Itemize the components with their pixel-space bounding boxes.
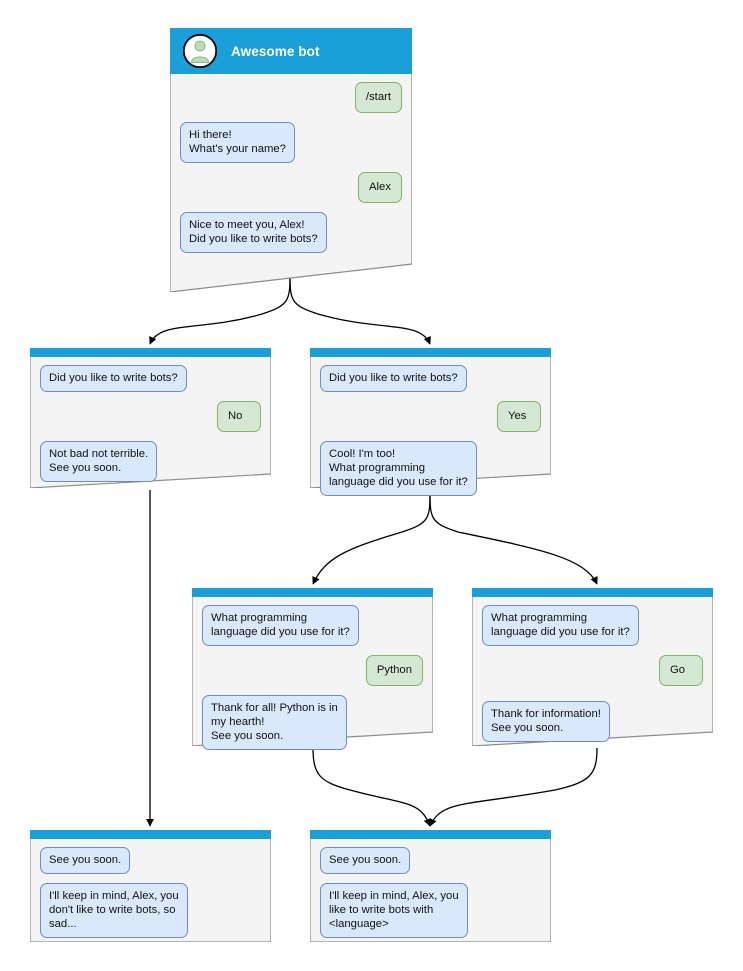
user-message-bubble[interactable]: No [217, 401, 261, 432]
message-row: See you soon. [320, 847, 541, 874]
start-card[interactable]: Awesome bot /start Hi there! What's your… [170, 28, 412, 292]
bot-message-bubble: Did you like to write bots? [320, 365, 467, 392]
python-branch-card-chat: What programming language did you use fo… [192, 597, 433, 769]
bot-message-bubble: I'll keep in mind, Alex, you like to wri… [320, 883, 468, 938]
end-happy-card-header [310, 830, 551, 839]
bot-message-bubble: Cool! I'm too! What programming language… [320, 441, 477, 496]
user-message-bubble[interactable]: /start [354, 82, 402, 113]
message-row: Yes [320, 401, 541, 432]
bot-message-bubble: Did you like to write bots? [40, 365, 187, 392]
bot-message-bubble: Nice to meet you, Alex! Did you like to … [180, 212, 327, 253]
message-row: See you soon. [40, 847, 261, 874]
bot-message-bubble: Hi there! What's your name? [180, 122, 295, 163]
no-branch-card[interactable]: Did you like to write bots? No Not bad n… [30, 348, 271, 488]
go-branch-card[interactable]: What programming language did you use fo… [472, 588, 713, 746]
message-row: I'll keep in mind, Alex, you don't like … [40, 883, 261, 938]
yes-branch-card[interactable]: Did you like to write bots? Yes Cool! I'… [310, 348, 551, 496]
message-row: Did you like to write bots? [320, 365, 541, 392]
message-row: Nice to meet you, Alex! Did you like to … [180, 212, 402, 253]
bot-message-bubble: See you soon. [320, 847, 411, 874]
user-message-bubble[interactable]: Alex [358, 172, 402, 203]
message-row: /start [180, 82, 402, 113]
message-row: Go [482, 655, 703, 686]
start-card-header: Awesome bot [170, 28, 412, 74]
no-branch-card-chat: Did you like to write bots? No Not bad n… [30, 357, 271, 501]
message-row: Alex [180, 172, 402, 203]
user-message-bubble[interactable]: Go [659, 655, 703, 686]
bot-message-bubble: What programming language did you use fo… [202, 605, 359, 646]
end-sad-card-header [30, 830, 271, 839]
user-message-bubble[interactable]: Python [365, 655, 423, 686]
message-row: Did you like to write bots? [40, 365, 261, 392]
python-branch-card-header [192, 588, 433, 597]
person-avatar-icon [182, 33, 218, 69]
end-sad-card[interactable]: See you soon. I'll keep in mind, Alex, y… [30, 830, 271, 942]
end-sad-card-chat: See you soon. I'll keep in mind, Alex, y… [30, 839, 271, 957]
bot-message-bubble: I'll keep in mind, Alex, you don't like … [40, 883, 188, 938]
bot-message-bubble: Not bad not terrible. See you soon. [40, 441, 158, 482]
yes-branch-card-chat: Did you like to write bots? Yes Cool! I'… [310, 357, 551, 515]
yes-branch-card-header [310, 348, 551, 357]
user-message-bubble[interactable]: Yes [497, 401, 541, 432]
message-row: I'll keep in mind, Alex, you like to wri… [320, 883, 541, 938]
end-happy-card[interactable]: See you soon. I'll keep in mind, Alex, y… [310, 830, 551, 942]
message-row: What programming language did you use fo… [202, 605, 423, 646]
start-card-title: Awesome bot [231, 43, 320, 59]
go-branch-card-header [472, 588, 713, 597]
end-happy-card-chat: See you soon. I'll keep in mind, Alex, y… [310, 839, 551, 957]
go-branch-card-chat: What programming language did you use fo… [472, 597, 713, 761]
bot-message-bubble: See you soon. [40, 847, 131, 874]
message-row: Hi there! What's your name? [180, 122, 402, 163]
bot-message-bubble: What programming language did you use fo… [482, 605, 639, 646]
bot-message-bubble: Thank for information! See you soon. [482, 701, 610, 742]
python-branch-card[interactable]: What programming language did you use fo… [192, 588, 433, 750]
start-card-chat: /start Hi there! What's your name? Alex … [170, 74, 412, 272]
message-row: Python [202, 655, 423, 686]
message-row: Thank for information! See you soon. [482, 701, 703, 742]
message-row: Cool! I'm too! What programming language… [320, 441, 541, 496]
message-row: What programming language did you use fo… [482, 605, 703, 646]
no-branch-card-header [30, 348, 271, 357]
message-row: Thank for all! Python is in my hearth! S… [202, 695, 423, 750]
message-row: Not bad not terrible. See you soon. [40, 441, 261, 482]
message-row: No [40, 401, 261, 432]
bot-message-bubble: Thank for all! Python is in my hearth! S… [202, 695, 347, 750]
